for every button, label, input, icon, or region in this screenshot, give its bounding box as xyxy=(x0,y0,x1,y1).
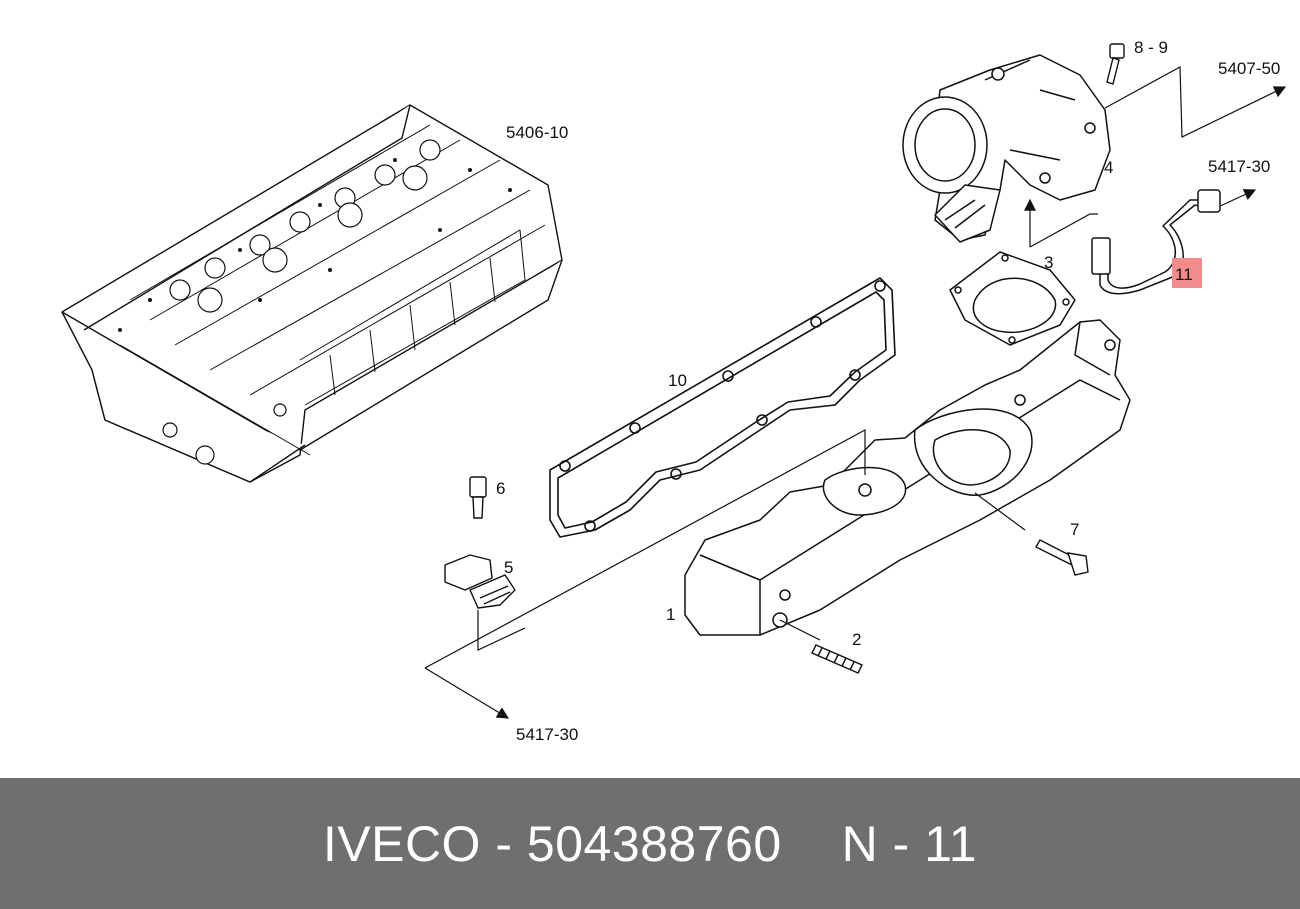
bolt-6 xyxy=(469,476,487,519)
part-label-3: 3 xyxy=(1044,253,1053,272)
brand-name: IVECO xyxy=(322,815,481,872)
reference-leader-lines-bottom xyxy=(424,428,1026,719)
caption-separator: - xyxy=(480,815,527,872)
ref-label-outlet-bottom: 5417-30 xyxy=(516,725,578,744)
wiring-harness-11 xyxy=(1091,189,1221,295)
intake-manifold xyxy=(684,319,1131,636)
bolt-8-9 xyxy=(1106,43,1125,85)
part-label-11: 11 xyxy=(1175,265,1193,284)
manifold-gasket xyxy=(549,277,896,538)
throttle-body xyxy=(902,54,1111,243)
bolt-7 xyxy=(1035,539,1089,576)
sensor-5 xyxy=(444,554,516,609)
part-number: 504388760 xyxy=(526,815,782,872)
part-label-5: 5 xyxy=(504,558,513,577)
part-label-7: 7 xyxy=(1070,520,1079,539)
highlight-box-11 xyxy=(1172,258,1202,288)
part-label-6: 6 xyxy=(496,479,505,498)
part-label-4: 4 xyxy=(1104,158,1113,177)
reference-leader-lines xyxy=(1024,66,1287,248)
part-label-2: 2 xyxy=(852,630,861,649)
throttle-gasket xyxy=(949,251,1076,346)
stud-2 xyxy=(811,644,863,674)
diagram-position-label: N - 11 xyxy=(841,815,978,872)
ref-label-outlet-top: 5407-50 xyxy=(1218,59,1280,78)
part-label-8-9: 8 - 9 xyxy=(1134,38,1168,57)
ref-label-outlet-right: 5417-30 xyxy=(1208,157,1270,176)
ref-label-head: 5406-10 xyxy=(506,123,568,142)
part-label-1: 1 xyxy=(666,605,675,624)
cylinder-head xyxy=(61,104,563,483)
part-label-10: 10 xyxy=(668,371,687,390)
exploded-parts-diagram: 5406-10 10 1 3 xyxy=(61,38,1287,744)
part-caption-bar: IVECO - 504388760 N - 11 xyxy=(0,778,1300,909)
